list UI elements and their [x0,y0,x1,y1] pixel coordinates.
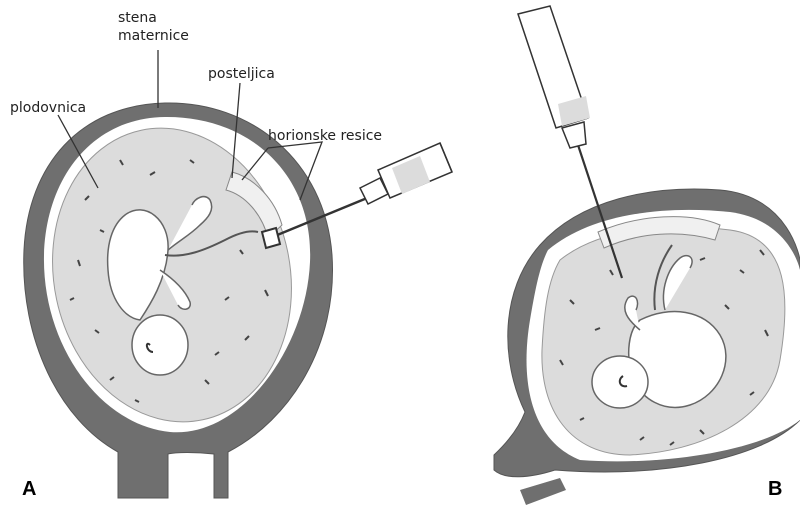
label-posteljica: posteljica [208,66,275,82]
panel-a-diagram [24,50,452,498]
label-plodovnica: plodovnica [10,100,86,116]
panel-b-diagram [494,6,800,505]
label-horionske-resice: horionske resice [268,128,382,144]
panel-label-a: A [22,478,36,501]
label-stena-line2: maternice [118,28,189,44]
panel-label-b: B [768,478,782,501]
label-stena-line1: stena [118,10,157,26]
